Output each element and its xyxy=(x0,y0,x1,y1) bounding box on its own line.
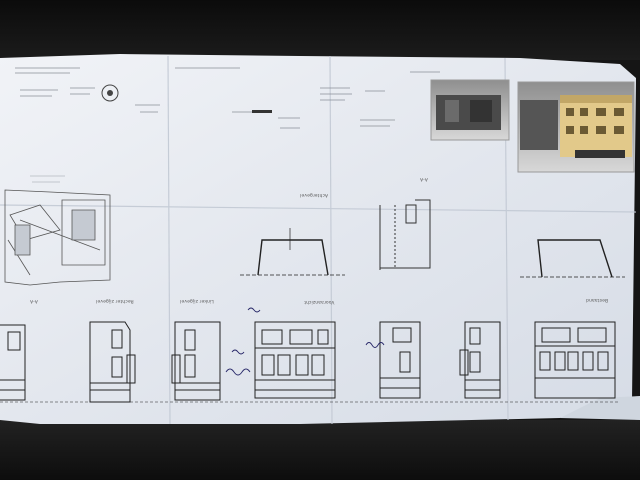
elevation-side-2 xyxy=(171,321,221,401)
roof-section-right xyxy=(520,239,625,278)
roof-section-left xyxy=(240,228,345,276)
elevation-existing-front xyxy=(534,321,616,399)
site-plan-drawing xyxy=(4,189,111,286)
label-achtergevel: Achtergevel xyxy=(300,192,329,197)
label-bestaand: Bestaand xyxy=(586,297,608,302)
elevation-row xyxy=(0,321,620,403)
label-section-aa: A-A xyxy=(30,298,38,303)
section-aa-upper xyxy=(379,199,431,270)
label-section-aa-upper: A-A xyxy=(420,176,428,181)
paper-sheet xyxy=(0,54,636,424)
paper-curl xyxy=(560,396,640,420)
site-plan-text xyxy=(30,175,65,183)
dark-carpet-top xyxy=(0,0,640,60)
north-arrow xyxy=(101,84,119,102)
handwritten-notes xyxy=(225,307,385,376)
scale-bar xyxy=(252,110,272,113)
label-rechter-zijgevel: Rechter zijgevel xyxy=(96,298,134,303)
elevation-side-1 xyxy=(89,321,136,403)
elevation-front xyxy=(254,321,336,399)
dark-carpet-bottom xyxy=(0,420,640,480)
elevation-side-3 xyxy=(379,321,421,399)
render-thumbnail-right xyxy=(517,81,635,173)
elevation-section-aa xyxy=(0,324,26,401)
label-linker-zijgevel: Linker zijgevel xyxy=(180,298,214,303)
label-vooraanzicht: Vooraanzicht xyxy=(304,299,335,304)
render-thumbnail-left xyxy=(430,79,510,141)
elevation-side-4 xyxy=(459,321,501,399)
